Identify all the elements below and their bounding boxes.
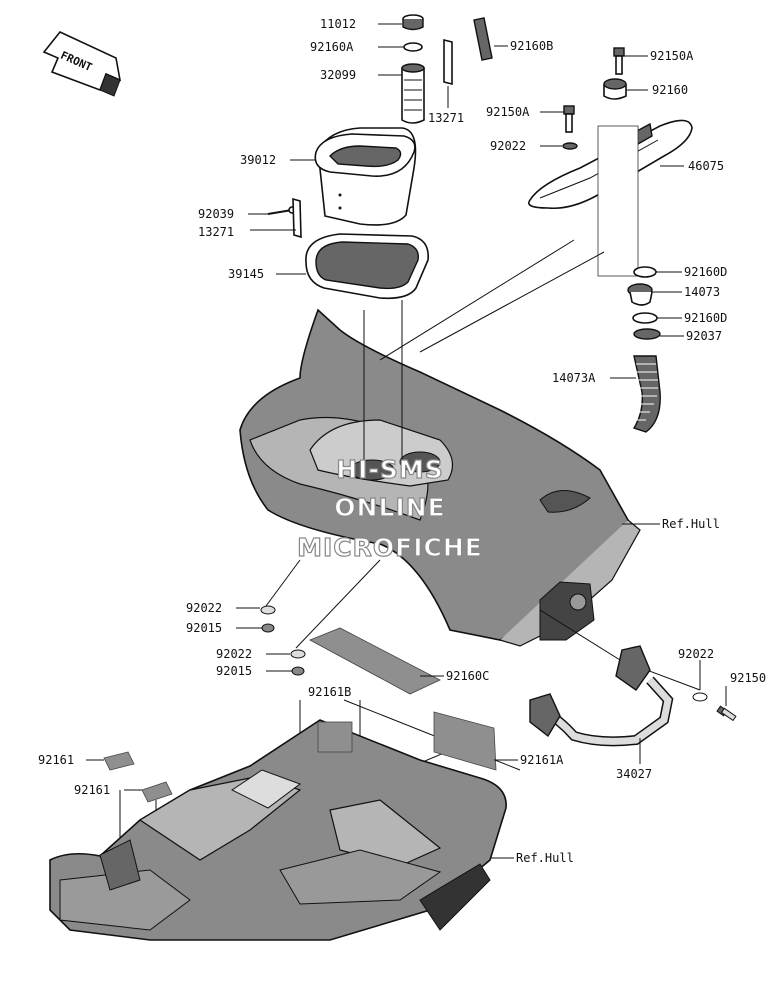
bolt-92150 [716, 705, 737, 722]
label-92015-left-1: 92015 [186, 621, 222, 635]
cap-11012 [402, 14, 424, 31]
nut-92015-left-2 [291, 666, 305, 676]
label-92161-1: 92161 [38, 753, 74, 767]
label-34027: 34027 [616, 767, 652, 781]
clamp-13271-mid [292, 197, 302, 239]
label-92160D-2: 92160D [684, 311, 727, 325]
nut-92015-left-1 [261, 623, 275, 633]
watermark-line-3: MICROFICHE [297, 533, 483, 562]
deck-hull-lower [49, 719, 507, 941]
label-92037: 92037 [686, 329, 722, 343]
handle-bar-34027 [529, 645, 674, 747]
label-13271-top: 13271 [428, 111, 464, 125]
washer-92022-left-2 [290, 649, 306, 659]
grommet-14073 [627, 283, 653, 306]
label-13271-mid: 13271 [198, 225, 234, 239]
label-11012: 11012 [320, 17, 356, 31]
label-14073: 14073 [684, 285, 720, 299]
front-arrow-icon: FRONT [42, 31, 122, 97]
decal-92161A [433, 711, 497, 771]
label-92039: 92039 [198, 207, 234, 221]
label-92161B: 92161B [308, 685, 351, 699]
handle-support-panel [597, 125, 639, 277]
clamp-92037 [633, 328, 661, 340]
watermark-line-2: ONLINE [334, 493, 445, 522]
pad-92160B [473, 17, 493, 61]
bolt-92150A-top [613, 47, 625, 75]
collar-92160 [603, 78, 627, 100]
decal-92161B [317, 721, 353, 753]
label-92150A-mid: 92150A [486, 105, 530, 119]
label-92150: 92150 [730, 671, 766, 685]
label-32099: 32099 [320, 68, 356, 82]
bucket-39012 [314, 127, 417, 226]
label-92022-top: 92022 [490, 139, 526, 153]
label-92160D-1: 92160D [684, 265, 727, 279]
label-leaders [86, 23, 727, 859]
washer-92022-left-1 [260, 605, 276, 615]
seal-39145 [305, 233, 429, 300]
label-92022-left-2: 92022 [216, 647, 252, 661]
decal-92161-1 [103, 751, 135, 771]
bolt-92150A-mid [563, 105, 575, 133]
label-92160: 92160 [652, 83, 688, 97]
label-ref-hull-1: Ref.Hull [662, 517, 720, 531]
label-92022-left-1: 92022 [186, 601, 222, 615]
decal-92161-2 [141, 781, 173, 803]
screw-92039 [267, 206, 296, 215]
label-92160A: 92160A [310, 40, 354, 54]
clamp-13271-top [443, 38, 453, 86]
watermark-line-1: HI-SMS [336, 455, 444, 484]
label-92015-left-2: 92015 [216, 664, 252, 678]
label-ref-hull-2: Ref.Hull [516, 851, 574, 865]
pipe-32099 [401, 63, 425, 124]
washer-92022-top [562, 142, 578, 150]
deck-hull-upper [239, 308, 641, 647]
hose-14073A [632, 355, 661, 433]
label-14073A: 14073A [552, 371, 596, 385]
label-92161A: 92161A [520, 753, 564, 767]
label-39012: 39012 [240, 153, 276, 167]
gasket-92160A [403, 42, 423, 52]
label-92150A-top: 92150A [650, 49, 694, 63]
label-92160B: 92160B [510, 39, 553, 53]
decal-92160C [309, 627, 441, 695]
oring-92160D-1 [633, 266, 657, 278]
washer-92022-right [692, 692, 708, 702]
label-92160C: 92160C [446, 669, 489, 683]
label-39145: 39145 [228, 267, 264, 281]
label-92161-2: 92161 [74, 783, 110, 797]
label-46075: 46075 [688, 159, 724, 173]
oring-92160D-2 [632, 312, 658, 324]
label-92022-right: 92022 [678, 647, 714, 661]
part-labels: 11012 92160A 32099 92160B 13271 39012 92… [38, 17, 766, 865]
